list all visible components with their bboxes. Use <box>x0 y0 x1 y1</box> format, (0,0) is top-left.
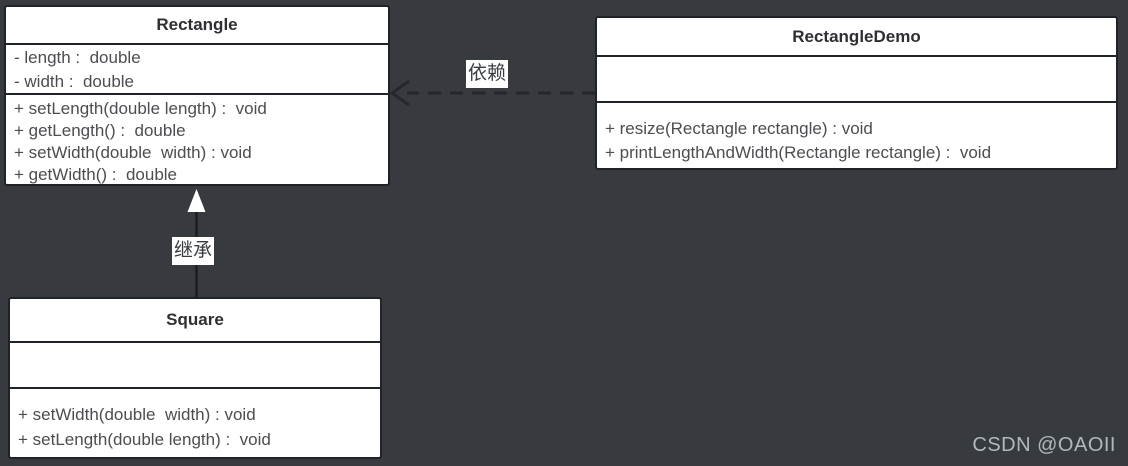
member-line: + setWidth(double width) : void <box>14 143 252 162</box>
member-line: + getWidth() : double <box>14 165 178 184</box>
class-attributes-section: - length : double - width : double <box>6 45 388 93</box>
class-attributes-section <box>10 343 380 387</box>
class-methods-section: + resize(Rectangle rectangle) : void + pr… <box>597 101 1116 168</box>
inheritance-arrowhead-icon <box>187 189 206 212</box>
class-title: Square <box>10 299 380 343</box>
dependency-label: 依赖 <box>466 60 509 88</box>
class-box-rectangledemo: RectangleDemo + resize(Rectangle rectang… <box>595 16 1118 170</box>
class-title: RectangleDemo <box>597 18 1116 57</box>
member-line: + setLength(double length) : void <box>18 430 271 449</box>
member-line: + setWidth(double width) : void <box>18 405 256 424</box>
member-line: - width : double <box>14 72 135 91</box>
member-line: + printLengthAndWidth(Rectangle rectangl… <box>605 143 992 162</box>
member-line: - length : double <box>14 48 141 67</box>
member-line: + resize(Rectangle rectangle) : void <box>605 119 873 138</box>
class-box-square: Square + setWidth(double width) : void+ … <box>8 297 382 459</box>
class-attributes-section <box>597 57 1116 101</box>
dependency-arrowhead-icon <box>389 79 410 107</box>
watermark: CSDN @OAOII <box>972 434 1116 456</box>
class-title: Rectangle <box>6 7 388 45</box>
class-box-rectangle: Rectangle - length : double - width : dou… <box>4 5 390 186</box>
inheritance-label: 继承 <box>172 237 215 265</box>
member-line: + getLength() : double <box>14 121 186 140</box>
member-line: + setLength(double length) : void <box>14 99 267 118</box>
class-methods-section: + setLength(double length) : void + getLe… <box>6 93 388 184</box>
class-methods-section: + setWidth(double width) : void + setLeng… <box>10 387 380 457</box>
